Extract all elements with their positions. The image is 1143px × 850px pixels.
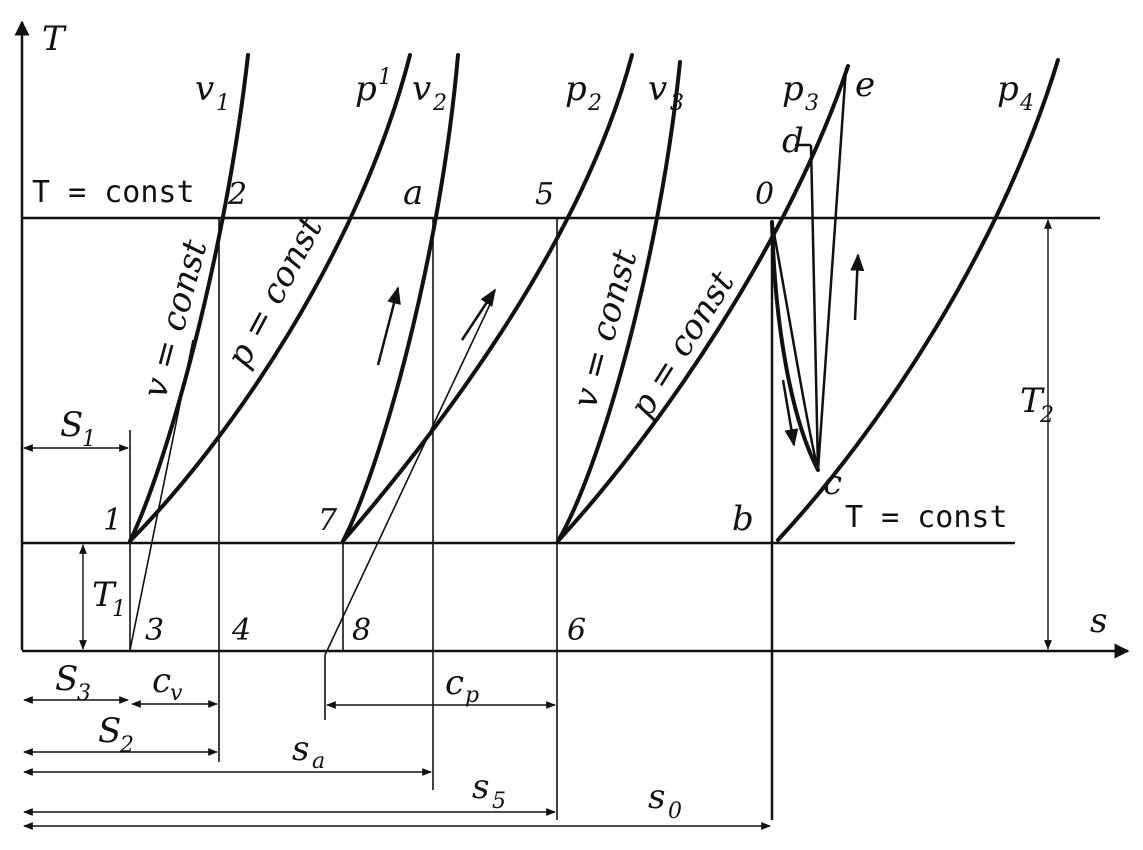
label-s3: S 3 bbox=[55, 659, 91, 706]
tangent-cp bbox=[324, 297, 494, 656]
svg-text:2: 2 bbox=[587, 91, 602, 116]
svg-text:s: s bbox=[292, 729, 309, 769]
point-3: 3 bbox=[145, 613, 164, 648]
point-b: b bbox=[732, 499, 754, 539]
svg-text:5: 5 bbox=[492, 789, 506, 814]
svg-text:p: p bbox=[565, 69, 587, 109]
svg-text:3: 3 bbox=[805, 91, 819, 116]
svg-text:2: 2 bbox=[432, 91, 447, 116]
point-O: 0 bbox=[755, 177, 774, 212]
curve-p3 bbox=[556, 64, 850, 543]
curve-v3 bbox=[556, 60, 682, 543]
svg-text:v: v bbox=[195, 69, 214, 109]
svg-text:0: 0 bbox=[668, 799, 682, 824]
svg-text:p: p bbox=[465, 683, 479, 708]
svg-text:1: 1 bbox=[82, 427, 96, 452]
arrow-up-cycle bbox=[850, 253, 865, 321]
label-s2: S 2 bbox=[98, 711, 134, 758]
annotation-v-const-1: v = const bbox=[135, 235, 216, 402]
svg-text:S: S bbox=[55, 659, 78, 699]
label-p2: p 2 bbox=[565, 69, 602, 116]
label-e: e bbox=[855, 65, 875, 105]
label-v1: v 1 bbox=[195, 69, 230, 116]
svg-text:a: a bbox=[312, 749, 325, 774]
svg-text:p: p bbox=[997, 69, 1019, 109]
svg-text:1: 1 bbox=[112, 597, 126, 622]
svg-text:T: T bbox=[1020, 381, 1045, 421]
label-v3: v 3 bbox=[648, 69, 684, 116]
svg-text:1: 1 bbox=[378, 65, 392, 90]
curve-p4 bbox=[776, 58, 1060, 542]
label-p1: p 1 bbox=[355, 65, 392, 109]
isotherm-lower-label: T = const bbox=[845, 500, 1008, 535]
svg-text:3: 3 bbox=[670, 91, 684, 116]
svg-text:c: c bbox=[152, 661, 171, 701]
curve-0-c-outer bbox=[770, 220, 820, 472]
svg-text:4: 4 bbox=[1019, 91, 1034, 116]
svg-text:s: s bbox=[648, 777, 665, 817]
isotherm-upper-label: T = const bbox=[32, 175, 195, 210]
y-axis-label: T bbox=[42, 19, 67, 59]
curve-p1 bbox=[128, 53, 412, 543]
svg-text:v: v bbox=[648, 69, 667, 109]
curve-0-c-inner bbox=[770, 221, 820, 471]
label-p3: p 3 bbox=[782, 69, 819, 116]
curve-p2 bbox=[341, 53, 634, 543]
svg-text:v: v bbox=[412, 69, 431, 109]
label-v2: v 2 bbox=[412, 69, 447, 116]
svg-text:1: 1 bbox=[216, 91, 230, 116]
svg-text:S: S bbox=[60, 405, 83, 445]
curve-v2 bbox=[341, 53, 460, 543]
arrow-up-1 bbox=[376, 286, 401, 366]
point-a: a bbox=[403, 173, 423, 213]
svg-text:S: S bbox=[98, 711, 121, 751]
point-2: 2 bbox=[227, 177, 247, 212]
point-7: 7 bbox=[318, 503, 338, 538]
annotation-p-const-2: p = const bbox=[622, 264, 743, 425]
tangent-cv bbox=[129, 339, 194, 651]
svg-text:2: 2 bbox=[1039, 403, 1054, 428]
svg-text:p: p bbox=[782, 69, 804, 109]
svg-text:c: c bbox=[445, 663, 464, 703]
label-sa: s a bbox=[292, 729, 325, 774]
label-s0: s 0 bbox=[648, 777, 682, 824]
point-5: 5 bbox=[535, 177, 554, 212]
label-p4: p 4 bbox=[997, 69, 1034, 116]
label-s1: S 1 bbox=[60, 405, 96, 452]
point-6: 6 bbox=[567, 613, 586, 648]
point-d: d bbox=[782, 121, 804, 161]
point-1: 1 bbox=[103, 503, 122, 538]
point-4: 4 bbox=[231, 613, 251, 648]
label-t2: T 2 bbox=[1020, 381, 1054, 428]
line-d-c bbox=[809, 144, 820, 471]
point-8: 8 bbox=[352, 613, 371, 648]
point-c: c bbox=[823, 463, 842, 503]
svg-text:p: p bbox=[355, 69, 377, 109]
line-c-e bbox=[816, 67, 848, 471]
label-s5: s 5 bbox=[472, 767, 506, 814]
svg-text:T: T bbox=[92, 575, 117, 615]
svg-text:v: v bbox=[170, 681, 183, 706]
label-cp: c p bbox=[445, 663, 479, 708]
svg-text:s: s bbox=[472, 767, 489, 807]
arrow-down-cycle bbox=[781, 379, 799, 447]
svg-text:2: 2 bbox=[119, 733, 134, 758]
label-cv: c v bbox=[152, 661, 183, 706]
curve-v1 bbox=[128, 53, 250, 543]
svg-text:3: 3 bbox=[77, 681, 91, 706]
x-axis-label: s bbox=[1090, 601, 1107, 641]
arrow-up-2 bbox=[460, 288, 497, 341]
label-t1: T 1 bbox=[92, 575, 126, 622]
